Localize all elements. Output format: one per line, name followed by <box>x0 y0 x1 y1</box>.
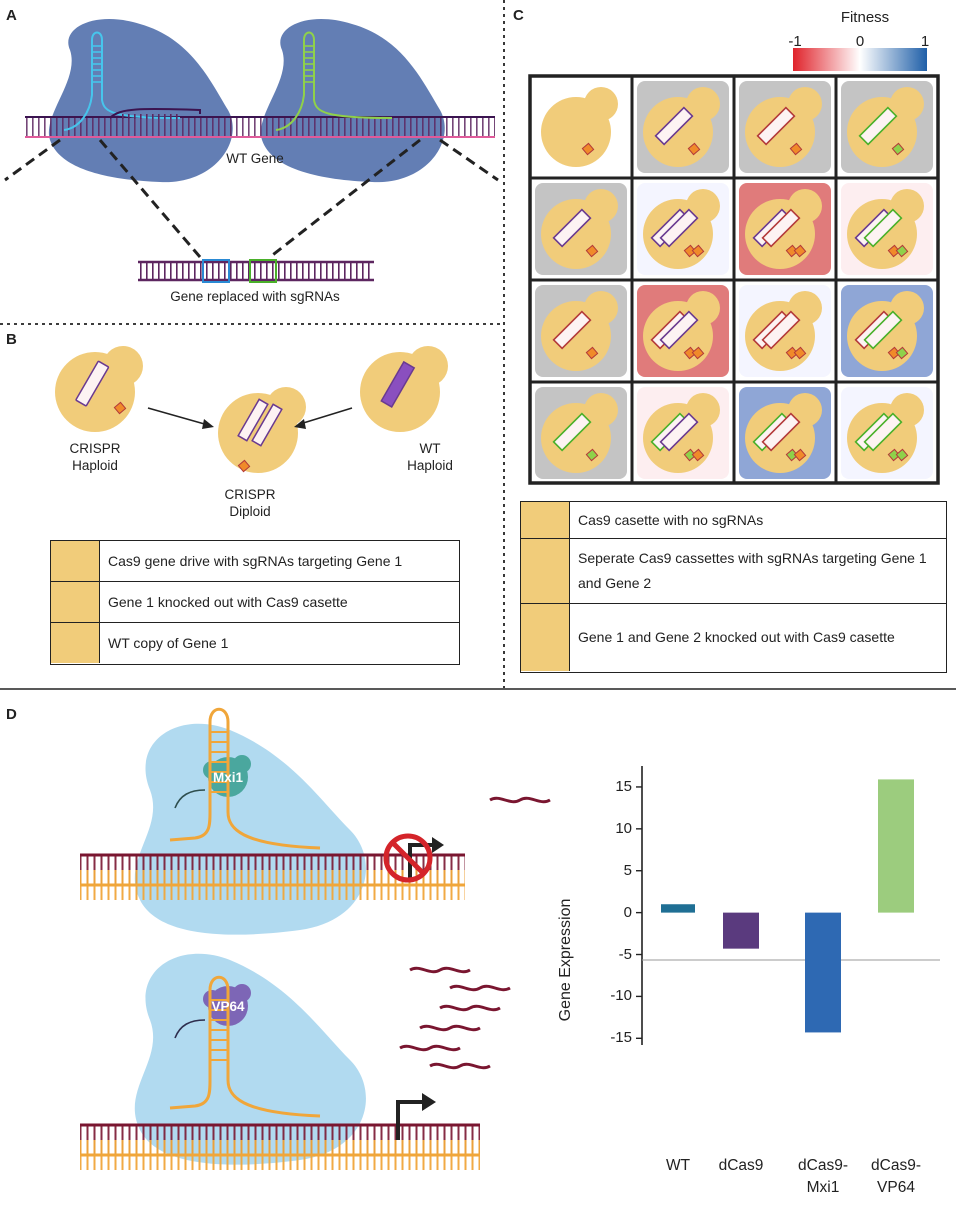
mxi1-label: Mxi1 <box>212 770 243 785</box>
y-tick-label: 10 <box>615 819 632 837</box>
fitness-colorbar <box>793 48 927 71</box>
panel-b-letter: B <box>6 331 17 348</box>
fitness-cell <box>739 285 831 377</box>
dcas9-protein-bottom <box>134 953 366 1165</box>
category-label: dCas9 <box>718 1157 764 1174</box>
panel-a-letter: A <box>6 7 17 24</box>
bar-dcas9-mxi1 <box>805 912 841 1033</box>
wt-copy-icon <box>51 623 100 663</box>
cas9-protein-right <box>260 19 445 183</box>
dcas9-protein-top <box>134 723 366 935</box>
chart-bars <box>661 779 914 1033</box>
fitness-cell <box>535 285 627 377</box>
gene-replaced-label: Gene replaced with sgRNAs <box>170 289 340 304</box>
fitness-max: 1 <box>920 33 930 50</box>
legend-b-row: Cas9 gene drive with sgRNAs targeting Ge… <box>51 541 459 582</box>
y-tick-label: -5 <box>618 945 632 963</box>
fitness-cell <box>841 285 933 377</box>
fitness-title: Fitness <box>840 9 890 26</box>
panel-d-illustration <box>80 707 551 1170</box>
legend-c-row: Gene 1 and Gene 2 knocked out with Cas9 … <box>521 604 946 671</box>
category-label: dCas9-Mxi1 <box>798 1157 848 1196</box>
fitness-cell <box>535 81 627 173</box>
legend-c-row: Seperate Cas9 cassettes with sgRNAs targ… <box>521 539 946 604</box>
fitness-cell <box>637 81 729 173</box>
fitness-cell <box>739 81 831 173</box>
fitness-cell <box>739 387 831 479</box>
panel-d-letter: D <box>6 706 17 723</box>
chart-axes <box>641 766 940 1045</box>
fitness-min: -1 <box>788 33 802 50</box>
legend-b-row: WT copy of Gene 1 <box>51 623 459 663</box>
wt-gene-label: WT Gene <box>226 151 284 166</box>
y-tick-label: 15 <box>615 777 632 795</box>
fitness-cell <box>637 183 729 275</box>
fitness-mid: 0 <box>855 33 865 50</box>
knockout-icon <box>51 582 100 622</box>
y-tick-label: -10 <box>610 987 632 1005</box>
y-tick-label: -15 <box>610 1029 632 1047</box>
y-tick-label: 0 <box>623 903 632 921</box>
bar-dcas9-vp64 <box>878 779 914 913</box>
panel-c-letter: C <box>513 7 524 24</box>
category-label: WT <box>665 1157 691 1174</box>
cas9-protein-left <box>48 19 233 183</box>
legend-b-row: Gene 1 knocked out with Cas9 casette <box>51 582 459 623</box>
fitness-cell <box>535 183 627 275</box>
bar-dcas9 <box>723 912 759 949</box>
fitness-cell <box>637 285 729 377</box>
chart-tick-marks <box>636 786 642 1039</box>
category-label: dCas9-VP64 <box>871 1157 921 1196</box>
legend-c-row: Cas9 casette with no sgRNAs <box>521 502 946 539</box>
fitness-cell <box>739 183 831 275</box>
y-tick-label: 5 <box>623 861 632 879</box>
gene-drive-icon <box>51 541 100 581</box>
fitness-cell <box>535 387 627 479</box>
double-knockout-icon <box>521 604 570 671</box>
fitness-cell <box>841 183 933 275</box>
separate-cassettes-icon <box>521 539 570 603</box>
panel-dividers <box>0 0 956 690</box>
bar-wt <box>661 904 695 913</box>
fitness-cell <box>637 387 729 479</box>
fitness-cell <box>841 81 933 173</box>
vp64-label: VP64 <box>211 999 245 1014</box>
panel-c-legend: Cas9 casette with no sgRNAs Seperate Cas… <box>520 501 947 673</box>
fitness-cell <box>841 387 933 479</box>
panel-a-illustration <box>4 19 499 283</box>
panel-b-legend: Cas9 gene drive with sgRNAs targeting Ge… <box>50 540 460 665</box>
chart-ylabel: Gene Expression <box>557 898 574 1022</box>
cas9-no-sgrna-icon <box>521 502 570 538</box>
